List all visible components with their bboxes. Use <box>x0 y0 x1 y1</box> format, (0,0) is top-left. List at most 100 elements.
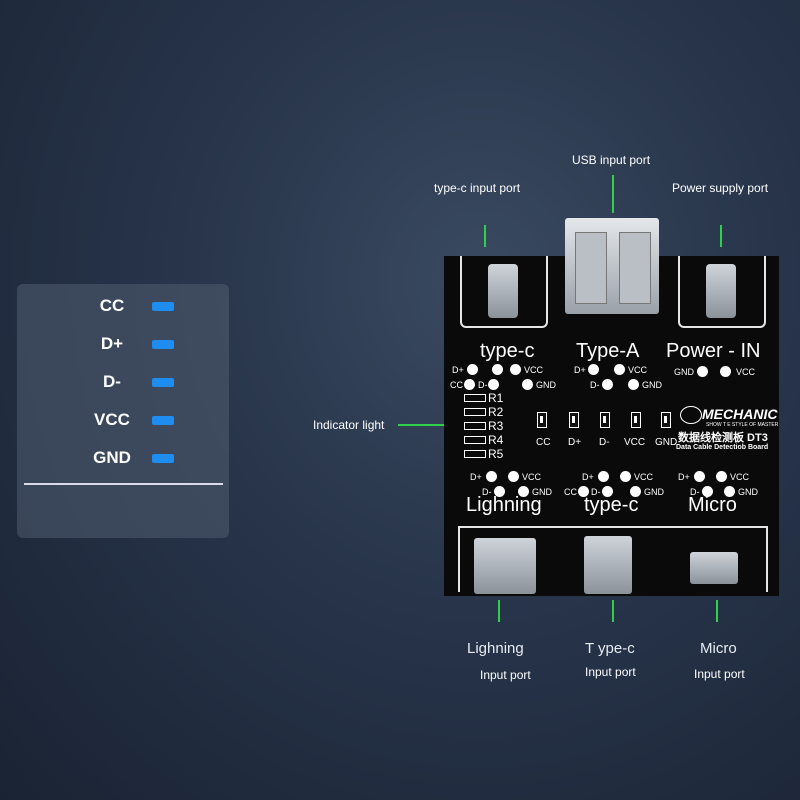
test-pad <box>492 364 503 375</box>
pin-label: D- <box>590 380 600 390</box>
typec-port[interactable] <box>584 536 632 594</box>
resistor-label: R1 <box>488 391 504 405</box>
legend-item-dplus: D+ <box>17 332 229 356</box>
resistor-label: R4 <box>488 433 504 447</box>
test-pad <box>494 486 505 497</box>
power-in-socket <box>678 256 766 328</box>
indicator-light-icon <box>569 412 579 428</box>
pointer-line <box>716 600 718 622</box>
test-pad <box>510 364 521 375</box>
test-pad <box>486 471 497 482</box>
test-pad <box>522 379 533 390</box>
legend-label: D+ <box>100 334 124 353</box>
usb-a-port[interactable] <box>565 218 659 314</box>
pointer-line <box>612 600 614 622</box>
legend-item-gnd: GND <box>17 446 229 470</box>
test-pad <box>467 364 478 375</box>
pin-label: CC <box>450 380 463 390</box>
pointer-line <box>498 600 500 622</box>
pin-label: VCC <box>524 365 544 375</box>
pin-label: D+ <box>582 472 594 482</box>
micro-usb-port[interactable] <box>690 552 738 584</box>
pin-label: D+ <box>452 365 464 375</box>
indicator-label: CC <box>536 437 551 448</box>
typec-connector[interactable] <box>706 264 736 318</box>
power-in-title: Power - IN <box>666 340 761 362</box>
typec-input-socket <box>460 256 548 328</box>
detection-board: type-c Type-A Power - IN D+ VCC CC D- GN… <box>444 256 779 596</box>
indicator-light-icon <box>600 412 610 428</box>
led-indicator-icon <box>152 416 174 425</box>
pin-label: GND <box>532 487 552 497</box>
typec-connector[interactable] <box>488 264 518 318</box>
typec-input-label: type-c input port <box>434 181 521 195</box>
test-pad <box>702 486 713 497</box>
lightning-port[interactable] <box>474 538 536 594</box>
test-pad <box>630 486 641 497</box>
legend-item-vcc: VCC <box>17 408 229 432</box>
pointer-line <box>612 175 614 213</box>
resistor-label: R2 <box>488 405 504 419</box>
indicator-label: GND <box>655 437 678 448</box>
micro-title: Micro <box>688 494 737 516</box>
pin-label: D- <box>478 380 488 390</box>
led-indicator-icon <box>152 378 174 387</box>
resistor-icon <box>464 394 486 402</box>
test-pad <box>464 379 475 390</box>
pin-label: D+ <box>678 472 690 482</box>
legend-item-cc: CC <box>17 294 229 318</box>
legend-label: CC <box>99 296 125 315</box>
indicator-label: VCC <box>624 437 646 448</box>
pin-label: GND <box>644 487 664 497</box>
lightning-port-label: Lighning <box>467 640 524 657</box>
input-port-label: Input port <box>694 667 745 681</box>
legend-panel: CC D+ D- VCC GND <box>17 284 229 538</box>
test-pad <box>578 486 589 497</box>
test-pad <box>620 471 631 482</box>
pin-label: GND <box>642 380 662 390</box>
typec-port-label: T ype-c <box>585 640 635 657</box>
pin-label: VCC <box>730 472 750 482</box>
test-pad <box>598 471 609 482</box>
divider <box>24 483 223 485</box>
brand-slogan: SHOW T E STYLE OF MASTER <box>706 422 779 428</box>
legend-label: GND <box>93 448 131 467</box>
test-pad <box>697 366 708 377</box>
resistor-label: R5 <box>488 447 504 461</box>
power-supply-label: Power supply port <box>672 181 769 195</box>
indicator-light-icon <box>631 412 641 428</box>
typec-title-bottom: type-c <box>584 494 639 516</box>
test-pad <box>488 379 499 390</box>
indicator-light-icon <box>537 412 547 428</box>
pin-label: VCC <box>736 367 756 377</box>
resistor-icon <box>464 450 486 458</box>
pin-label: GND <box>674 367 694 377</box>
input-port-label: Input port <box>480 668 531 682</box>
test-pad <box>602 379 613 390</box>
test-pad <box>628 379 639 390</box>
indicator-label: D- <box>599 437 610 448</box>
pin-label: GND <box>536 380 556 390</box>
pin-label: D- <box>690 487 700 497</box>
pointer-line <box>720 225 722 247</box>
test-pad <box>588 364 599 375</box>
pin-label: GND <box>738 487 758 497</box>
pointer-line <box>484 225 486 247</box>
input-port-label: Input port <box>585 665 636 679</box>
pin-label: D- <box>482 487 492 497</box>
typea-title: Type-A <box>576 340 640 362</box>
model-subtitle: Data Cable Detectiob Board <box>676 444 769 451</box>
test-pad <box>614 364 625 375</box>
pin-label: VCC <box>628 365 648 375</box>
led-indicator-icon <box>152 302 174 311</box>
pin-label: D- <box>591 487 601 497</box>
led-indicator-icon <box>152 454 174 463</box>
micro-port-label: Micro <box>700 640 737 657</box>
mechanic-logo-icon <box>680 406 702 424</box>
legend-label: D- <box>103 372 121 391</box>
resistor-icon <box>464 422 486 430</box>
pin-label: D+ <box>470 472 482 482</box>
legend-label: VCC <box>94 410 130 429</box>
test-pad <box>518 486 529 497</box>
lightning-title: Lighning <box>466 494 542 516</box>
